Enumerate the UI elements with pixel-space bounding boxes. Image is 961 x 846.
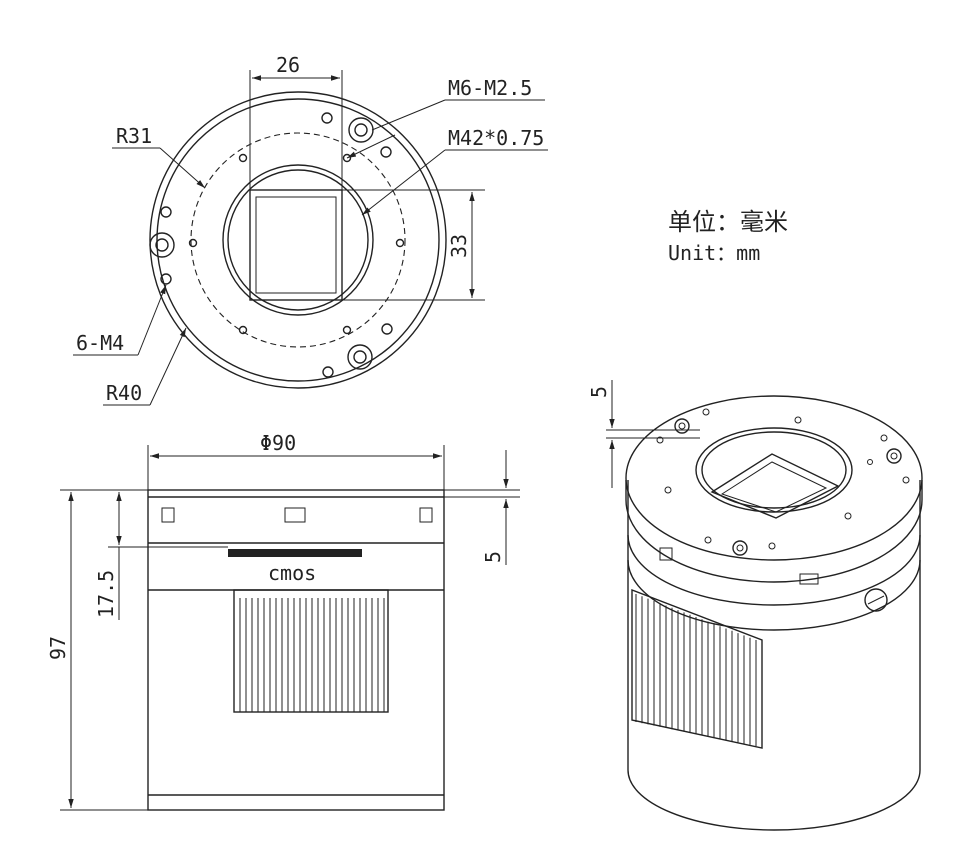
unit-cn: 单位：毫米 [668,208,788,236]
radius-inner-label: R31 [116,124,152,148]
sensor-label: cmos [268,561,316,585]
thread-small-label: M6-M2.5 [448,76,532,100]
holes-label: 6-M4 [76,331,124,355]
fins [239,598,385,712]
dim-26-label: 26 [276,53,300,77]
radius-outer-label: R40 [106,381,142,405]
iso-view: 5 [587,380,923,831]
side-view: Φ90 cmos 97 17.5 5 [46,431,520,811]
unit-en: Unit：mm [668,241,760,265]
dim-33-label: 33 [447,234,471,258]
length-total-label: 97 [46,636,70,660]
front-view: 26 33 M6-M2.5 M42*0.75 R31 6-M4 R40 [73,53,548,406]
sensor-depth-label: 17.5 [94,570,118,618]
flange-iso-label: 5 [587,386,611,398]
diameter-label: Φ90 [260,431,296,455]
thread-large-label: M42*0.75 [448,126,544,150]
flange-side-label: 5 [481,551,505,563]
iso-fins [635,594,763,748]
